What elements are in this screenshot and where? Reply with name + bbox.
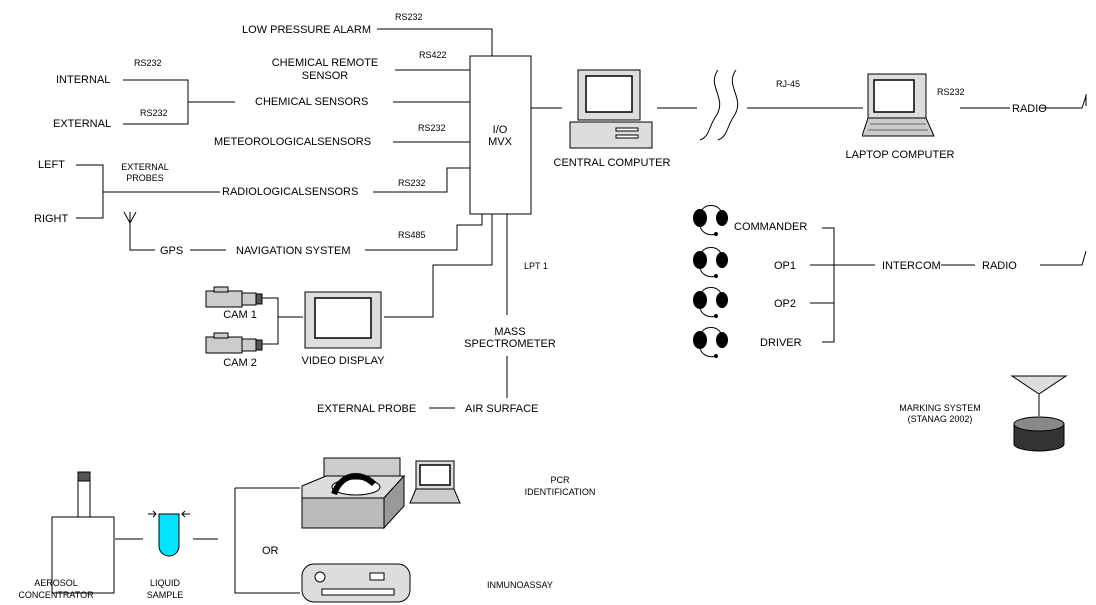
external-probes-label-line1: EXTERNAL xyxy=(121,162,169,172)
gps-label: GPS xyxy=(160,245,184,257)
rs232-met-link-label: RS232 xyxy=(418,123,446,133)
intercom-label: INTERCOM xyxy=(882,260,941,272)
liquid-sample-vial-icon xyxy=(148,510,190,557)
lpt1-label: LPT 1 xyxy=(524,261,548,271)
low-pressure-alarm-label: LOW PRESSURE ALARM xyxy=(242,24,371,36)
op1-label: OP1 xyxy=(774,260,797,272)
chemical-remote-sensor-label-line1: CHEMICAL REMOTE xyxy=(271,57,379,69)
io-mvx-label-line1: I/O xyxy=(492,124,508,136)
air-surface-label: AIR SURFACE xyxy=(465,403,539,415)
io-mvx-label-line2: MVX xyxy=(488,136,512,148)
pcr-device-icon xyxy=(301,457,406,530)
or-label: OR xyxy=(262,545,279,557)
rs232-rad-link-label: RS232 xyxy=(398,178,426,188)
left-probe-label: LEFT xyxy=(38,159,65,171)
camera-2-icon xyxy=(205,332,263,354)
laptop-computer-icon xyxy=(862,73,935,137)
chemical-sensors-label: CHEMICAL SENSORS xyxy=(255,96,369,108)
external-probe-label: EXTERNAL PROBE xyxy=(317,403,417,415)
commander-label: COMMANDER xyxy=(734,221,808,233)
central-computer-label: CENTRAL COMPUTER xyxy=(553,157,671,169)
chemical-remote-sensor-label-line2: SENSOR xyxy=(301,70,349,82)
aerosol-concentrator-icon xyxy=(51,471,115,594)
network-cable-icon xyxy=(699,69,739,141)
driver-label: DRIVER xyxy=(760,337,802,349)
op2-headset-icon xyxy=(693,287,728,318)
gps-antenna-icon xyxy=(123,211,137,225)
rs422-link-label: RS422 xyxy=(419,50,447,60)
right-probe-label: RIGHT xyxy=(34,213,69,225)
commander-headset-icon xyxy=(693,205,728,236)
video-display-icon xyxy=(304,291,382,349)
aerosol-concentrator-label-line1: AEROSOL xyxy=(34,578,78,588)
liquid-sample-label-line1: LIQUID xyxy=(149,578,181,588)
inmunoassay-label: INMUNOASSAY xyxy=(487,580,553,590)
radiological-sensors-label: RADIOLOGICALSENSORS xyxy=(222,186,359,198)
radio-label-intercom: RADIO xyxy=(982,260,1017,272)
rs232-laptop-link-label: RS232 xyxy=(937,87,965,97)
video-display-label: VIDEO DISPLAY xyxy=(301,355,385,367)
internal-label: INTERNAL xyxy=(56,74,111,86)
pcr-laptop-icon xyxy=(409,460,461,504)
immunoassay-reader-icon xyxy=(301,563,411,603)
rs232-alarm-link-label: RS232 xyxy=(395,12,423,22)
laptop-computer-label: LAPTOP COMPUTER xyxy=(845,149,955,161)
mass-spectrometer-label-line1: MASS xyxy=(494,326,526,338)
cam1-label: CAM 1 xyxy=(223,309,257,321)
external-probes-label-line2: PROBES xyxy=(126,173,164,183)
rj45-link-label: RJ-45 xyxy=(776,79,801,89)
radio-label-top: RADIO xyxy=(1012,103,1047,115)
radio-antenna-icon xyxy=(1085,94,1087,106)
central-computer-icon xyxy=(569,69,653,149)
op1-headset-icon xyxy=(693,247,728,278)
camera-1-icon xyxy=(205,286,263,308)
rs232-external-link-label: RS232 xyxy=(140,108,168,118)
pcr-identification-label-line2: IDENTIFICATION xyxy=(524,487,596,497)
external-label: EXTERNAL xyxy=(53,118,112,130)
liquid-sample-label-line2: SAMPLE xyxy=(146,590,184,600)
pcr-identification-label-line1: PCR xyxy=(550,475,570,485)
meteorological-sensors-label: METEOROLOGICALSENSORS xyxy=(214,136,372,148)
marking-system-icon xyxy=(1010,375,1068,452)
marking-system-label-line1: MARKING SYSTEM xyxy=(899,403,981,413)
rs485-link-label: RS485 xyxy=(398,230,426,240)
driver-headset-icon xyxy=(693,327,728,358)
mass-spectrometer-label-line2: SPECTROMETER xyxy=(464,338,556,350)
cam2-label: CAM 2 xyxy=(223,357,257,369)
rs232-internal-link-label: RS232 xyxy=(134,58,162,68)
io-mvx-box xyxy=(469,55,532,215)
marking-system-label-line2: (STANAG 2002) xyxy=(907,414,973,424)
op2-label: OP2 xyxy=(774,298,797,310)
navigation-system-label: NAVIGATION SYSTEM xyxy=(236,245,351,257)
aerosol-concentrator-label-line2: CONCENTRATOR xyxy=(18,590,94,600)
